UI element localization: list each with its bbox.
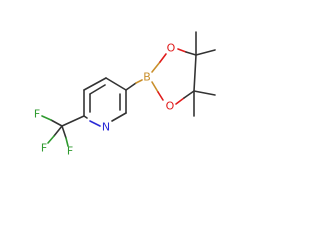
boron-oxygen-bond — [151, 61, 161, 73]
ring-cf3-bond — [61, 115, 85, 127]
fluorine-atom-label-lower-left: F — [41, 142, 47, 155]
ring-double-bond — [89, 84, 106, 95]
oxygen-carbon-bond — [185, 51, 197, 56]
boron-oxygen-bond — [151, 81, 159, 93]
ring-boron-bond — [125, 82, 137, 91]
oxygen-atom-label-top: O — [167, 42, 176, 55]
ring-bond — [105, 77, 127, 91]
fluorine-atom-label-left: F — [34, 108, 40, 121]
carbon-fluorine-bond — [41, 115, 52, 121]
carbon-fluorine-bond — [53, 125, 63, 137]
boron-atom-label: B — [143, 71, 151, 84]
boron-oxygen-bond — [159, 53, 167, 63]
nitrogen-atom-label: N — [102, 121, 110, 134]
carbon-fluorine-bond — [61, 125, 67, 139]
oxygen-carbon-bond — [183, 90, 195, 99]
carbon-fluorine-bond — [50, 119, 63, 127]
carbon-carbon-bond — [193, 54, 197, 92]
ring-bond-n — [89, 120, 101, 127]
oxygen-carbon-bond — [175, 97, 185, 105]
fluorine-atom-label-bottom: F — [67, 145, 73, 158]
oxygen-carbon-bond — [177, 48, 187, 53]
structure-diagram: B O O N F F F — [0, 0, 230, 166]
methyl-bond — [195, 49, 216, 56]
carbon-fluorine-bond — [47, 135, 55, 144]
carbon-fluorine-bond — [65, 137, 69, 147]
ring-bond — [111, 112, 127, 122]
oxygen-atom-label-bottom: O — [166, 100, 175, 113]
ring-bond — [83, 77, 107, 91]
ring-boron-bond — [135, 79, 143, 84]
molecule-svg: B O O N F F F — [34, 31, 216, 158]
boron-oxygen-bond — [157, 91, 164, 101]
methyl-bond — [193, 90, 216, 96]
